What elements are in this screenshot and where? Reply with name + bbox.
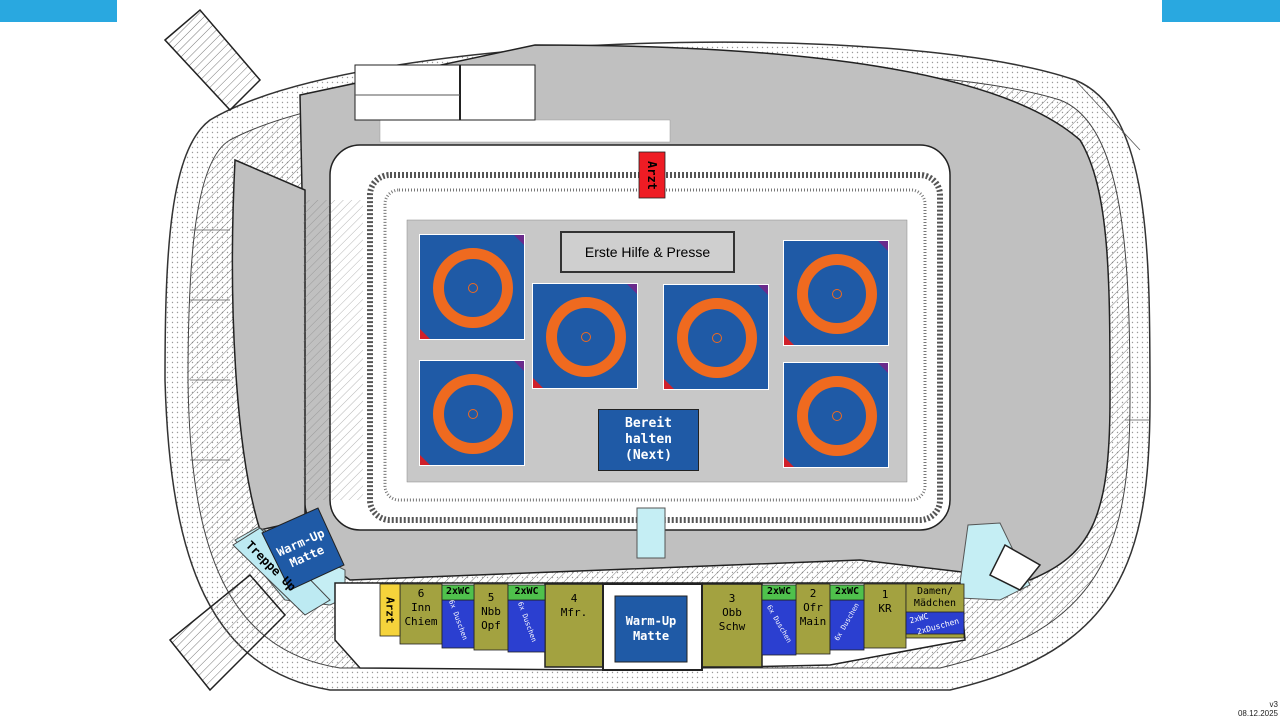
wc-label-1: 2xWC — [445, 586, 471, 597]
shower-block-1 — [441, 599, 475, 649]
north-corridor — [379, 119, 671, 143]
shower-block-4 — [829, 599, 865, 651]
stair-arm-southwest — [168, 573, 287, 692]
room-6-fill — [399, 583, 443, 645]
room-4: 4 Mfr. — [560, 592, 588, 619]
version-stamp: v3 08.12.2025 — [1237, 700, 1278, 718]
north-west-building — [354, 64, 536, 121]
arzt-top-label: Arzt — [645, 160, 659, 190]
left-warmup-mat-fill — [261, 507, 345, 591]
room-2: 2 Ofr Main — [799, 587, 827, 628]
west-tribune — [303, 200, 363, 500]
corner-bar-right — [1162, 0, 1280, 22]
damen-maedchen-room: Damen/ Mädchen — [913, 586, 957, 609]
room-5-fill — [473, 583, 509, 651]
bereit-halten-box: Bereit halten (Next) — [598, 409, 699, 471]
corner-bar-left — [0, 0, 117, 22]
shower-block-2 — [507, 599, 546, 653]
stair-arm-northwest — [163, 8, 262, 112]
arzt-top-fill — [638, 151, 666, 199]
room-3: 3 Obb Schw — [718, 592, 746, 633]
central-warmup-mat-fill — [614, 595, 688, 663]
warmup-center-label: Warm-Up Matte — [625, 614, 677, 643]
wc-label-2: 2xWC — [514, 586, 539, 597]
arzt-bottom-label: Arzt — [383, 596, 397, 624]
wc-label-4: 2xWC — [834, 586, 860, 597]
erste-hilfe-presse-box: Erste Hilfe & Presse — [560, 231, 735, 273]
wrestling-mat-1 — [419, 234, 525, 340]
wc-label-3: 2xWC — [766, 586, 792, 597]
wrestling-mat-5 — [783, 240, 889, 346]
arzt-bottom-fill — [379, 583, 401, 637]
room-6: 6 Inn Chiem — [404, 587, 438, 628]
wc-block-2 — [507, 584, 546, 601]
bereit-halten-label: Bereit halten (Next) — [625, 416, 672, 463]
erste-hilfe-label: Erste Hilfe & Presse — [584, 244, 711, 260]
wrestling-mat-2 — [419, 360, 525, 466]
shower-block-5 — [905, 611, 965, 635]
wrestling-mat-3 — [532, 283, 638, 389]
wc-block-1 — [441, 584, 475, 601]
wc-block-4 — [829, 584, 865, 601]
room-5: 5 Nbb Opf — [481, 591, 501, 632]
wrestling-mat-6 — [783, 362, 889, 468]
wc-block-3 — [761, 584, 797, 601]
room-1: 1 KR — [878, 588, 892, 615]
wrestling-mat-4 — [663, 284, 769, 390]
south-connector — [636, 507, 666, 559]
